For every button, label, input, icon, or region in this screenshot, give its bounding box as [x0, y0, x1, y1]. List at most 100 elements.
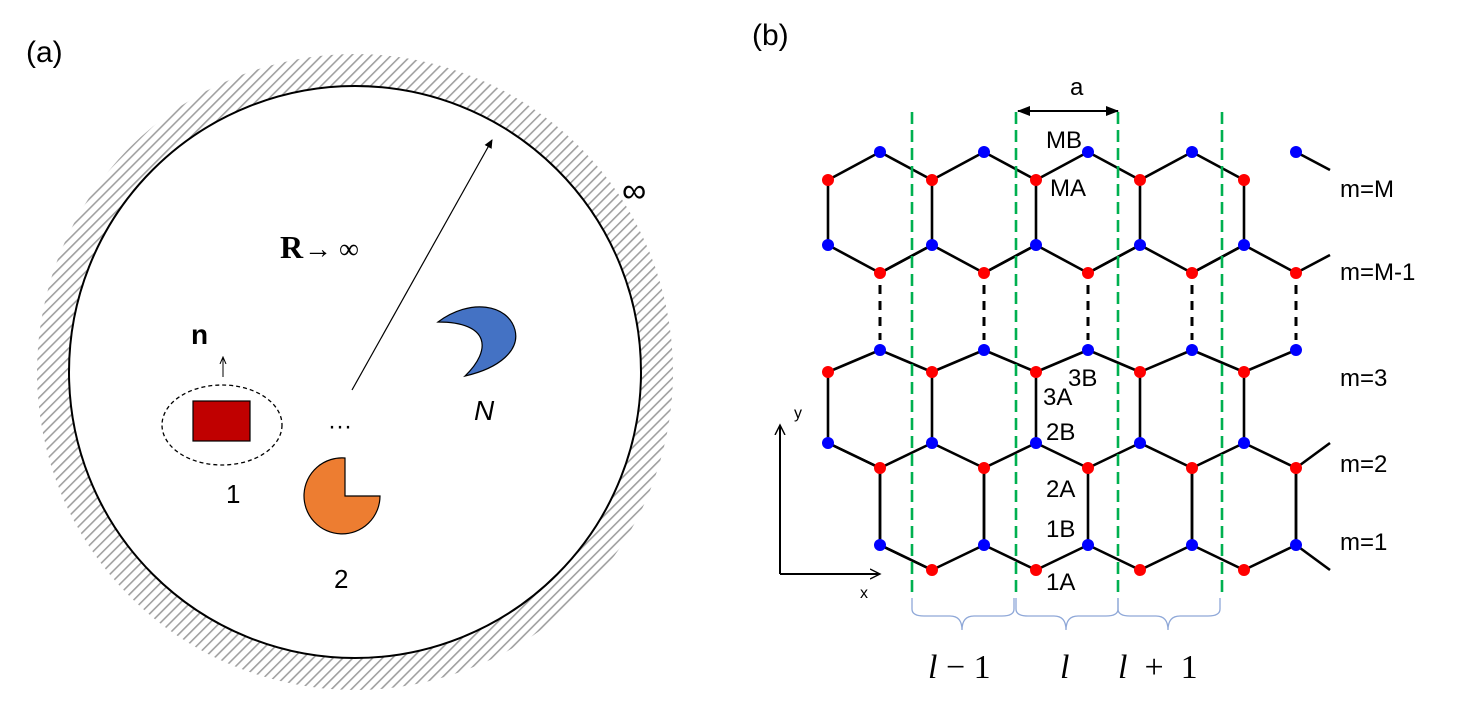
site-b-dot: [1082, 539, 1094, 551]
lattice-bond: [1139, 243, 1193, 275]
site-a-dot: [1186, 267, 1198, 279]
lattice-bond: [1087, 150, 1141, 182]
site-b-dot: [978, 146, 990, 158]
site-a-dot: [978, 267, 990, 279]
column-brace-l-plus-1: [1117, 598, 1221, 631]
dashed-enclosing-ellipse: [161, 384, 283, 466]
column-brace-l: [1015, 598, 1119, 631]
panel-b-label: (b): [752, 19, 789, 52]
site-a-dot: [1134, 564, 1146, 576]
lattice-bond: [1035, 543, 1089, 572]
lattice-bond: [1295, 150, 1331, 172]
lattice-bond: [1087, 243, 1141, 275]
lattice-bond: [1295, 253, 1331, 275]
site-a-dot: [822, 174, 834, 186]
lattice-bond: [879, 243, 933, 275]
site-b-dot: [822, 239, 834, 251]
lattice-bond: [983, 543, 1037, 572]
site-label-1a: 1A: [1046, 569, 1075, 596]
site-b-dot: [1290, 146, 1302, 158]
site-b-dot: [874, 146, 886, 158]
site-a-dot: [1030, 366, 1042, 378]
lattice-bond: [1139, 348, 1193, 374]
site-a-dot: [926, 174, 938, 186]
normal-label: n: [191, 319, 208, 350]
lattice-bond: [983, 243, 1037, 275]
site-a-dot: [874, 267, 886, 279]
row-label-m-3: m=3: [1340, 365, 1387, 392]
lattice-bond: [1243, 441, 1297, 470]
panel-a-label: (a): [26, 36, 63, 69]
red-rectangle-object: [192, 400, 251, 442]
lattice-bond: [1191, 150, 1245, 182]
lattice-bond: [1035, 441, 1089, 470]
lattice-bond: [1139, 441, 1193, 470]
site-b-dot: [1030, 239, 1042, 251]
site-a-dot: [1134, 366, 1146, 378]
site-b-dot: [1082, 344, 1094, 356]
site-b-dot: [1082, 146, 1094, 158]
object-1-label: 1: [226, 479, 240, 509]
lattice-bond: [1191, 243, 1245, 275]
site-label-3b: 3B: [1068, 365, 1097, 392]
row-label-m-minus-1: m=M-1: [1340, 259, 1415, 286]
site-b-dot: [1186, 539, 1198, 551]
site-b-dot: [1238, 437, 1250, 449]
site-label-ma: MA: [1050, 175, 1086, 202]
lattice-bond: [983, 441, 1037, 470]
row-label-m-2: m=2: [1340, 451, 1387, 478]
lattice-bond: [983, 348, 1037, 374]
lattice-bond: [879, 543, 933, 572]
boundary-circle: [68, 85, 642, 659]
site-a-dot: [926, 366, 938, 378]
site-b-dot: [1186, 146, 1198, 158]
lattice-bond: [1243, 348, 1297, 374]
lattice-bond: [1035, 243, 1089, 275]
site-b-dot: [1238, 239, 1250, 251]
radius-label-rest: → ∞: [304, 234, 359, 265]
site-a-dot: [1030, 564, 1042, 576]
site-b-dot: [874, 539, 886, 551]
lattice-bond: [1035, 348, 1089, 374]
site-a-dot: [926, 564, 938, 576]
lattice-constant-label: a: [1070, 74, 1084, 101]
site-b-dot: [926, 437, 938, 449]
lattice-bond: [1243, 543, 1297, 572]
lattice-bond: [879, 348, 933, 374]
lattice-bond: [1191, 441, 1245, 470]
site-a-dot: [822, 366, 834, 378]
lattice-bond: [827, 243, 881, 275]
site-label-2b: 2B: [1046, 419, 1075, 446]
site-label-3a: 3A: [1043, 384, 1072, 411]
site-b-dot: [1134, 437, 1146, 449]
honeycomb-lattice: [822, 112, 1331, 598]
infinity-label: ∞: [622, 172, 646, 210]
lattice-bond: [1087, 348, 1141, 374]
lattice-bond: [1087, 441, 1141, 470]
lattice-bond: [827, 348, 881, 374]
lattice-bond: [983, 150, 1037, 182]
site-b-dot: [1290, 539, 1302, 551]
lattice-bond: [931, 243, 985, 275]
site-a-dot: [1082, 462, 1094, 474]
column-label-l-minus-1: l − 1: [928, 649, 991, 686]
lattice-bond: [931, 150, 985, 182]
site-a-dot: [1238, 564, 1250, 576]
lattice-bond: [1087, 543, 1141, 572]
lattice-bond: [1243, 243, 1297, 275]
orange-pacman-object: [303, 457, 381, 535]
radius-arrow: [351, 139, 493, 391]
site-b-dot: [874, 344, 886, 356]
lattice-bond: [1191, 543, 1245, 572]
object-2-label: 2: [334, 564, 348, 594]
panel-b: (b) a MB MA 3B 3A 2B 2A 1B 1A m=M m=M-1 …: [752, 19, 1415, 686]
lattice-bond: [879, 150, 933, 182]
lattice-bond: [1295, 441, 1331, 470]
site-a-dot: [1290, 462, 1302, 474]
site-b-dot: [1290, 344, 1302, 356]
column-brace-l-minus-1: [911, 598, 1015, 631]
site-b-dot: [1186, 344, 1198, 356]
lattice-bond: [827, 441, 881, 470]
site-a-dot: [874, 462, 886, 474]
